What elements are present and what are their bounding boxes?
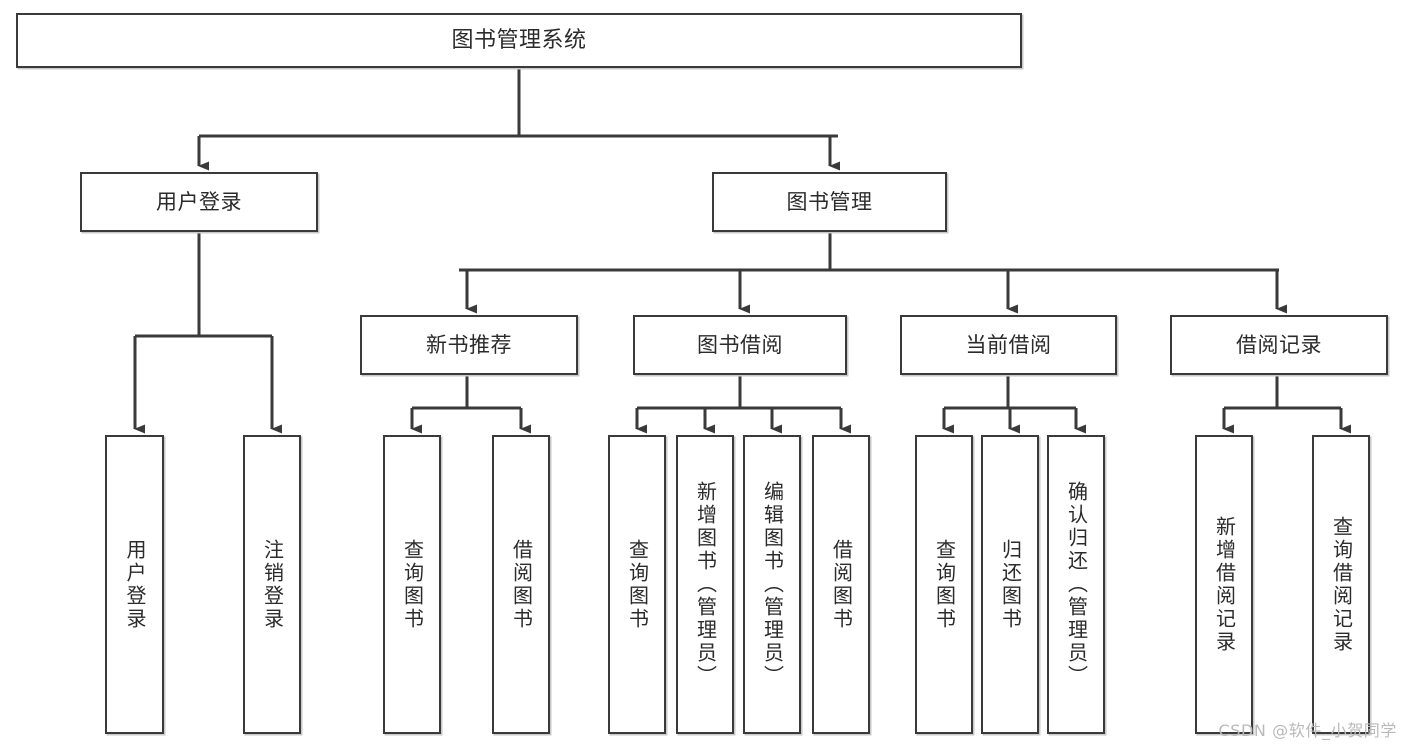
node-label: 图书管理 xyxy=(786,189,873,214)
csdn-watermark: CSDN @软件_小贺同学 xyxy=(1218,721,1397,740)
node-leaf-query-book-3[interactable]: 查询图书 xyxy=(915,435,973,734)
node-label: 查询图书 xyxy=(400,538,425,631)
node-label: 编辑图书（管理员） xyxy=(760,481,785,688)
node-current-borrow[interactable]: 当前借阅 xyxy=(900,315,1117,375)
node-borrow-record[interactable]: 借阅记录 xyxy=(1170,315,1388,375)
node-label: 图书管理系统 xyxy=(451,27,587,53)
node-leaf-add-book[interactable]: 新增图书（管理员） xyxy=(676,435,734,734)
node-label: 确认归还（管理员） xyxy=(1064,481,1089,688)
node-leaf-return-book[interactable]: 归还图书 xyxy=(981,435,1039,734)
node-leaf-query-book-1[interactable]: 查询图书 xyxy=(383,435,441,734)
node-leaf-user-logout[interactable]: 注销登录 xyxy=(243,435,301,734)
node-label: 查询图书 xyxy=(932,538,957,631)
node-label: 图书借阅 xyxy=(697,332,783,357)
node-label: 新增图书（管理员） xyxy=(693,481,718,688)
node-root-system[interactable]: 图书管理系统 xyxy=(16,13,1022,68)
node-label: 用户登录 xyxy=(123,538,147,631)
node-label: 借阅记录 xyxy=(1236,332,1322,357)
node-user-login[interactable]: 用户登录 xyxy=(80,172,318,232)
node-leaf-edit-book[interactable]: 编辑图书（管理员） xyxy=(743,435,801,734)
node-leaf-borrow-book-2[interactable]: 借阅图书 xyxy=(812,435,870,734)
node-book-borrow[interactable]: 图书借阅 xyxy=(633,315,847,375)
node-label: 查询借阅记录 xyxy=(1329,515,1354,654)
node-leaf-add-record[interactable]: 新增借阅记录 xyxy=(1195,435,1253,734)
node-leaf-borrow-book-1[interactable]: 借阅图书 xyxy=(492,435,550,734)
node-label: 用户登录 xyxy=(156,189,242,214)
node-leaf-confirm-return[interactable]: 确认归还（管理员） xyxy=(1047,435,1105,734)
node-leaf-query-book-2[interactable]: 查询图书 xyxy=(608,435,666,734)
node-label: 查询图书 xyxy=(625,538,650,631)
node-label: 归还图书 xyxy=(998,538,1023,631)
node-leaf-query-record[interactable]: 查询借阅记录 xyxy=(1312,435,1370,734)
node-book-manage[interactable]: 图书管理 xyxy=(712,172,947,232)
node-label: 注销登录 xyxy=(260,538,285,631)
node-label: 借阅图书 xyxy=(829,538,854,631)
node-label: 新增借阅记录 xyxy=(1212,515,1237,654)
node-label: 借阅图书 xyxy=(509,538,534,631)
node-label: 当前借阅 xyxy=(965,332,1052,357)
node-new-book-recommend[interactable]: 新书推荐 xyxy=(360,315,578,375)
node-label: 新书推荐 xyxy=(426,332,512,357)
node-leaf-user-login[interactable]: 用户登录 xyxy=(105,435,164,734)
